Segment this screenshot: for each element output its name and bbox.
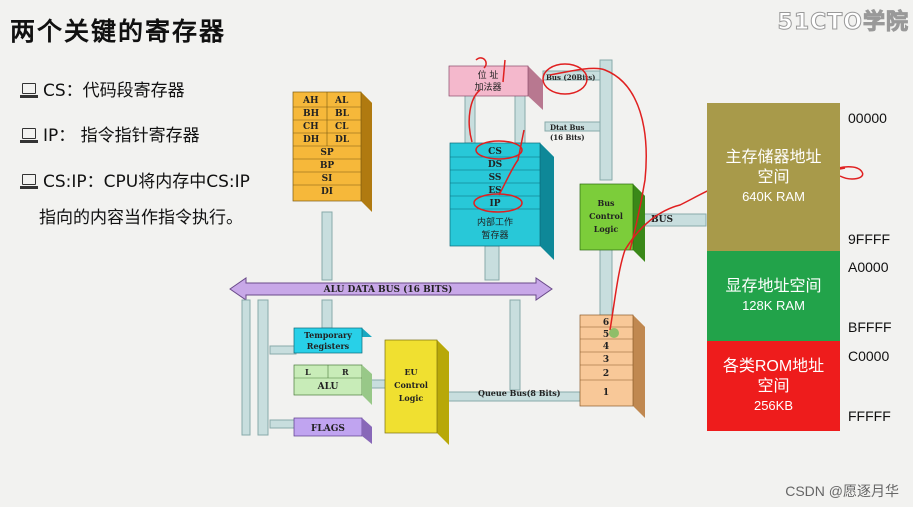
memory-block-main-ram: 主存储器地址 空间 640K RAM (707, 103, 840, 251)
bullet-continuation: 指向的内容当作指令执行。 (39, 208, 243, 228)
svg-text:Logic: Logic (399, 393, 424, 403)
computer-icon (20, 83, 38, 98)
bus-connectors (241, 59, 707, 436)
bullet-text: CS：代码段寄存器 (43, 81, 185, 101)
svg-text:EU: EU (404, 367, 417, 377)
bullet-csip: CS:IP：CPU将内存中CS:IP (20, 167, 250, 192)
svg-text:BP: BP (320, 161, 335, 171)
instruction-queue: 6 5 4 3 2 1 (579, 314, 645, 418)
svg-text:位 址: 位 址 (478, 69, 499, 81)
gp-register-stack: AH AL BH BL CH CL DH DL SP BP SI DI (292, 91, 372, 212)
address-label: A0000 (848, 259, 889, 275)
memory-title-line: 空间 (757, 169, 790, 186)
svg-text:DI: DI (321, 187, 333, 197)
svg-text:Registers: Registers (307, 341, 350, 351)
svg-text:1: 1 (603, 388, 609, 398)
svg-text:6: 6 (603, 318, 609, 328)
computer-icon (20, 128, 38, 143)
svg-text:CS: CS (488, 147, 502, 157)
memory-size: 256KB (753, 398, 794, 413)
bus-control-logic: Bus Control Logic (579, 183, 645, 262)
svg-text:AL: AL (334, 96, 349, 106)
memory-size: 128K RAM (742, 298, 805, 313)
address-label: FFFFF (848, 408, 891, 424)
address-label: BFFFF (848, 319, 892, 335)
memory-title-line: 主存储器地址 (725, 149, 822, 166)
bullet-cs: CS：代码段寄存器 (20, 76, 185, 101)
address-adder: 位 址 加法器 (448, 65, 543, 110)
memory-title-line: 各类ROM地址 (722, 358, 825, 375)
svg-text:BH: BH (303, 109, 320, 119)
flags-register: FLAGS (293, 417, 372, 444)
svg-text:BL: BL (335, 109, 350, 119)
address-label: 9FFFF (848, 231, 890, 247)
bullet-text: CS:IP：CPU将内存中CS:IP (43, 172, 250, 192)
svg-text:L: L (305, 367, 311, 377)
svg-text:SS: SS (489, 173, 502, 183)
address-label: C0000 (848, 348, 890, 364)
computer-icon (20, 174, 38, 189)
svg-text:Bus: Bus (597, 198, 615, 208)
svg-text:SI: SI (322, 174, 333, 184)
svg-text:R: R (342, 367, 349, 377)
queue-bus-label: Queue Bus(8 Bits) (478, 388, 561, 398)
svg-text:CH: CH (303, 122, 319, 132)
bus20-label: Bus (20Bits) (546, 73, 596, 82)
svg-text:DS: DS (488, 160, 502, 170)
svg-text:Temporary: Temporary (304, 330, 352, 340)
memory-block-video-ram: 显存地址空间 128K RAM (707, 251, 840, 341)
memory-title-line: 显存地址空间 (725, 278, 822, 295)
svg-text:FLAGS: FLAGS (311, 424, 345, 434)
data-bus-label-1: Dtat Bus (550, 123, 585, 132)
segment-register-stack: CS DS SS ES IP 内部工作 暂存器 (449, 142, 554, 260)
gp-register-labels: AH AL BH BL CH CL DH DL SP BP SI DI (302, 96, 350, 197)
svg-text:DL: DL (335, 135, 350, 145)
svg-text:Control: Control (394, 380, 428, 390)
memory-title-line: 空间 (757, 378, 790, 395)
svg-text:ES: ES (488, 186, 501, 196)
svg-text:暂存器: 暂存器 (481, 229, 508, 241)
bullet-ip: IP： 指令指针寄存器 (20, 121, 200, 146)
address-label: 00000 (848, 110, 887, 126)
memory-block-rom: 各类ROM地址 空间 256KB (707, 341, 840, 431)
svg-text:3: 3 (603, 355, 609, 365)
temporary-registers: Temporary Registers (293, 327, 372, 354)
svg-text:Logic: Logic (594, 224, 619, 234)
svg-text:加法器: 加法器 (474, 81, 501, 93)
svg-text:AH: AH (302, 96, 319, 106)
memory-size: 640K RAM (742, 189, 805, 204)
bullet-text: IP： 指令指针寄存器 (43, 126, 200, 146)
eu-control-logic: EU Control Logic (384, 339, 449, 445)
svg-text:SP: SP (320, 148, 333, 158)
svg-text:CL: CL (335, 122, 349, 132)
watermark-logo: 51CTO学院 (777, 10, 909, 36)
svg-text:内部工作: 内部工作 (477, 216, 513, 228)
svg-text:ALU: ALU (317, 382, 339, 392)
svg-text:2: 2 (603, 369, 609, 379)
svg-text:Control: Control (589, 211, 623, 221)
credit-text: CSDN @愿逐月华 (785, 483, 899, 499)
svg-text:5: 5 (603, 330, 609, 340)
alu-unit: L R ALU (293, 364, 372, 405)
alu-bus-label: ALU DATA BUS (16 BITS) (323, 284, 453, 295)
page-title: 两个关键的寄存器 (10, 17, 227, 46)
data-bus-label-2: (16 Bits) (550, 133, 585, 142)
svg-text:DH: DH (303, 135, 320, 145)
svg-text:4: 4 (603, 342, 609, 352)
bus-label: BUS (651, 215, 673, 225)
pointer-cursor-icon (609, 328, 619, 338)
alu-data-bus: ALU DATA BUS (16 BITS) (229, 277, 553, 301)
svg-text:IP: IP (490, 199, 501, 209)
